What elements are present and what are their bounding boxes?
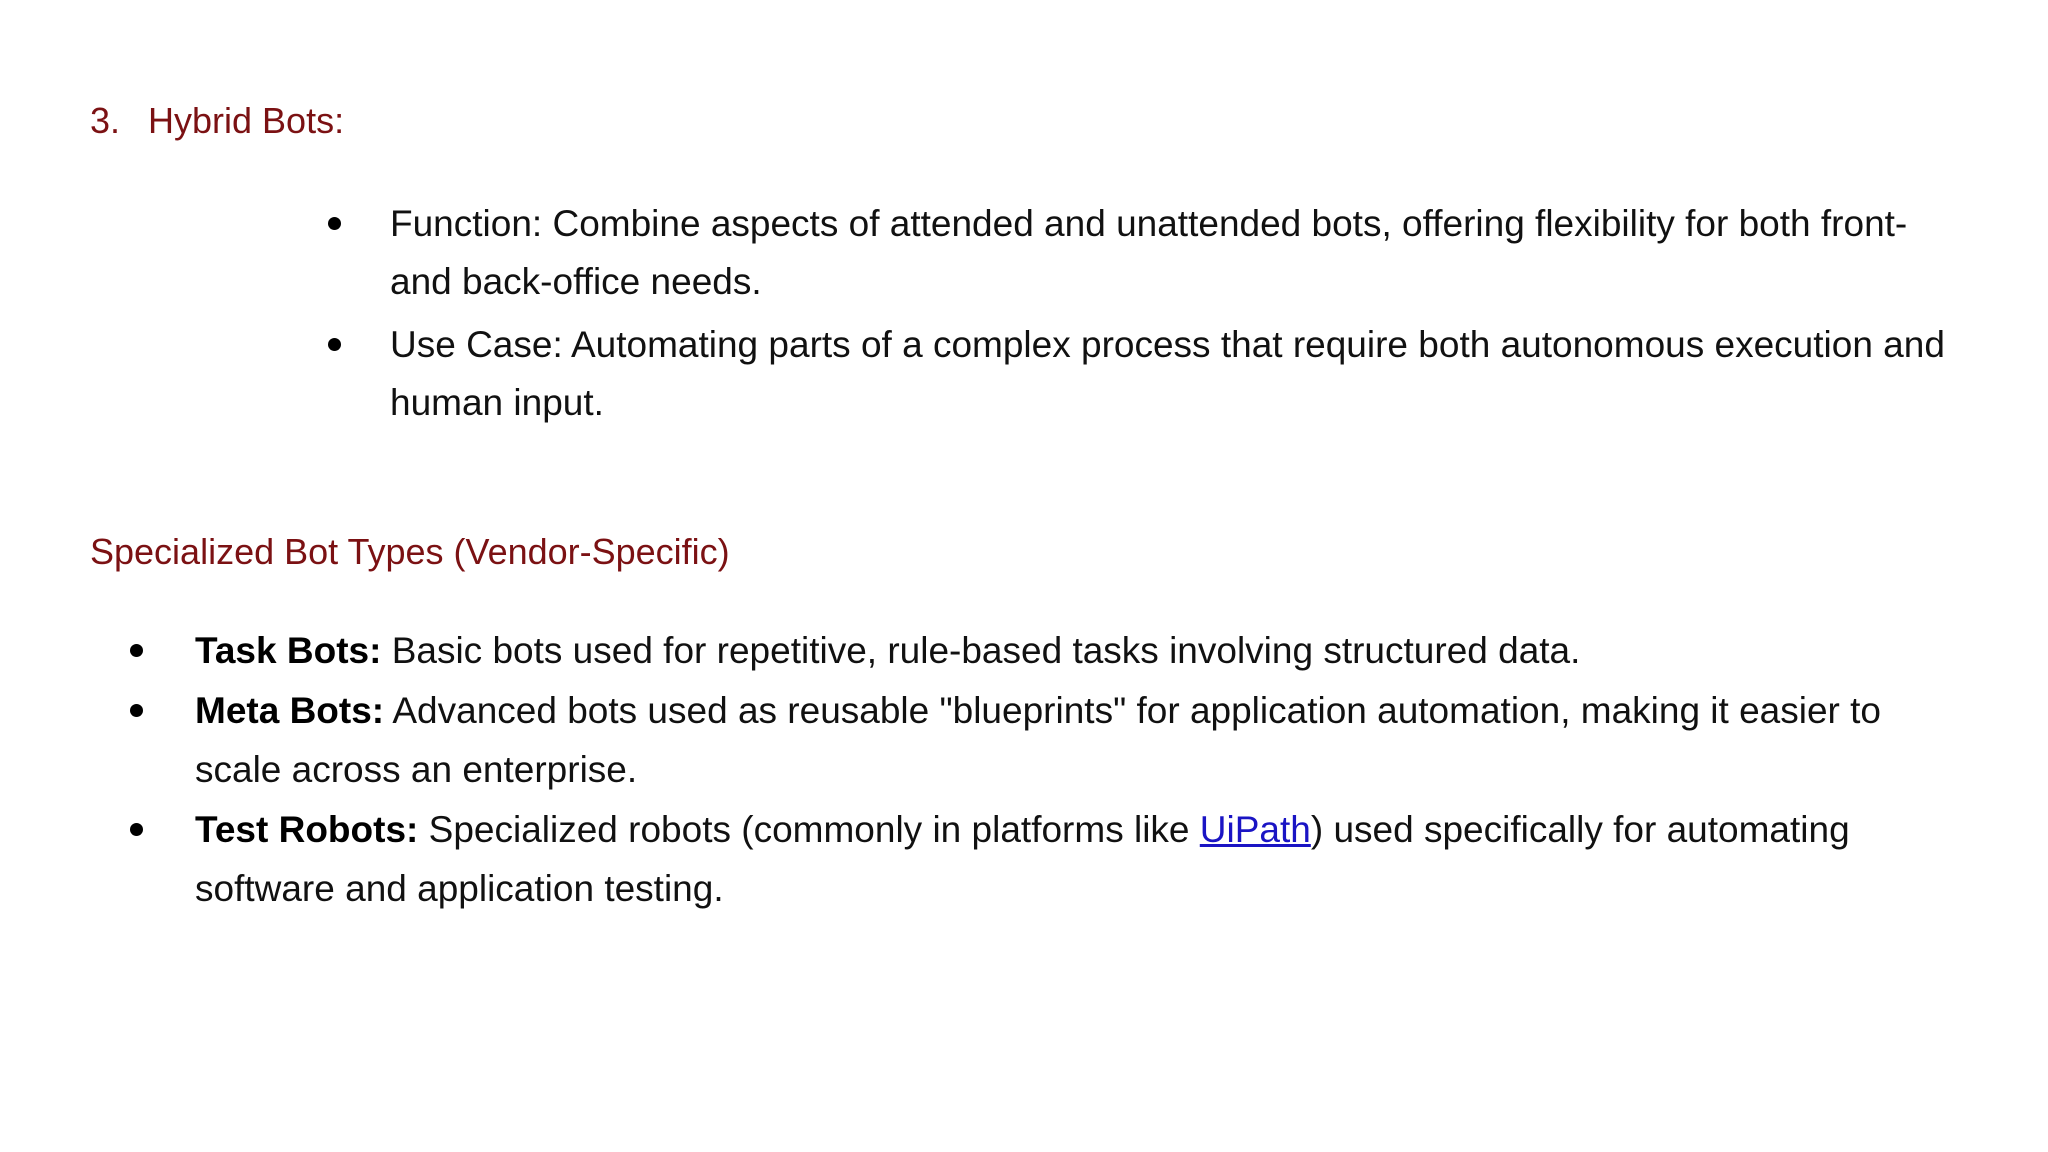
list-item-text: Task Bots: Basic bots used for repetitiv… xyxy=(195,622,1958,680)
list-item-body: Basic bots used for repetitive, rule-bas… xyxy=(381,629,1581,671)
list-item: Test Robots: Specialized robots (commonl… xyxy=(90,801,1958,918)
list-item-lead: Meta Bots: xyxy=(195,690,385,732)
specialized-bot-types-bullet-list: Task Bots: Basic bots used for repetitiv… xyxy=(90,622,1958,918)
uipath-link[interactable]: UiPath xyxy=(1199,809,1311,851)
list-number: 3. xyxy=(90,100,121,141)
list-item: Meta Bots: Advanced bots used as reusabl… xyxy=(90,682,1958,799)
list-item-text: Function: Combine aspects of attended an… xyxy=(390,203,1908,303)
bullet-point-icon xyxy=(130,823,143,837)
list-item-body-after-link: ) used specifically for automating softw… xyxy=(195,809,1850,909)
list-item-lead: Test Robots: xyxy=(195,809,419,851)
bullet-point-icon xyxy=(130,704,143,718)
list-item-text: Test Robots: Specialized robots (commonl… xyxy=(195,801,1958,918)
list-item: Function: Combine aspects of attended an… xyxy=(90,195,1958,312)
section-heading-specialized-bot-types: Specialized Bot Types (Vendor-Specific) xyxy=(90,530,730,572)
bullet-point-icon xyxy=(328,338,341,352)
heading-text: Hybrid Bots: xyxy=(148,100,345,141)
list-item-text: Use Case: Automating parts of a complex … xyxy=(390,323,1945,424)
list-item: Task Bots: Basic bots used for repetitiv… xyxy=(90,622,1958,680)
hybrid-bots-bullet-list: Function: Combine aspects of attended an… xyxy=(90,195,1958,433)
list-item-body: Advanced bots used as reusable "blueprin… xyxy=(195,690,1881,790)
list-item-lead: Task Bots: xyxy=(195,629,382,671)
numbered-heading-hybrid-bots: 3. Hybrid Bots: xyxy=(90,0,1958,143)
list-item-text: Meta Bots: Advanced bots used as reusabl… xyxy=(195,682,1958,799)
bullet-point-icon xyxy=(130,644,143,657)
list-item: Use Case: Automating parts of a complex … xyxy=(90,316,1958,433)
list-item-body-before-link: Specialized robots (commonly in platform… xyxy=(418,809,1200,851)
bullet-point-icon xyxy=(328,217,341,231)
